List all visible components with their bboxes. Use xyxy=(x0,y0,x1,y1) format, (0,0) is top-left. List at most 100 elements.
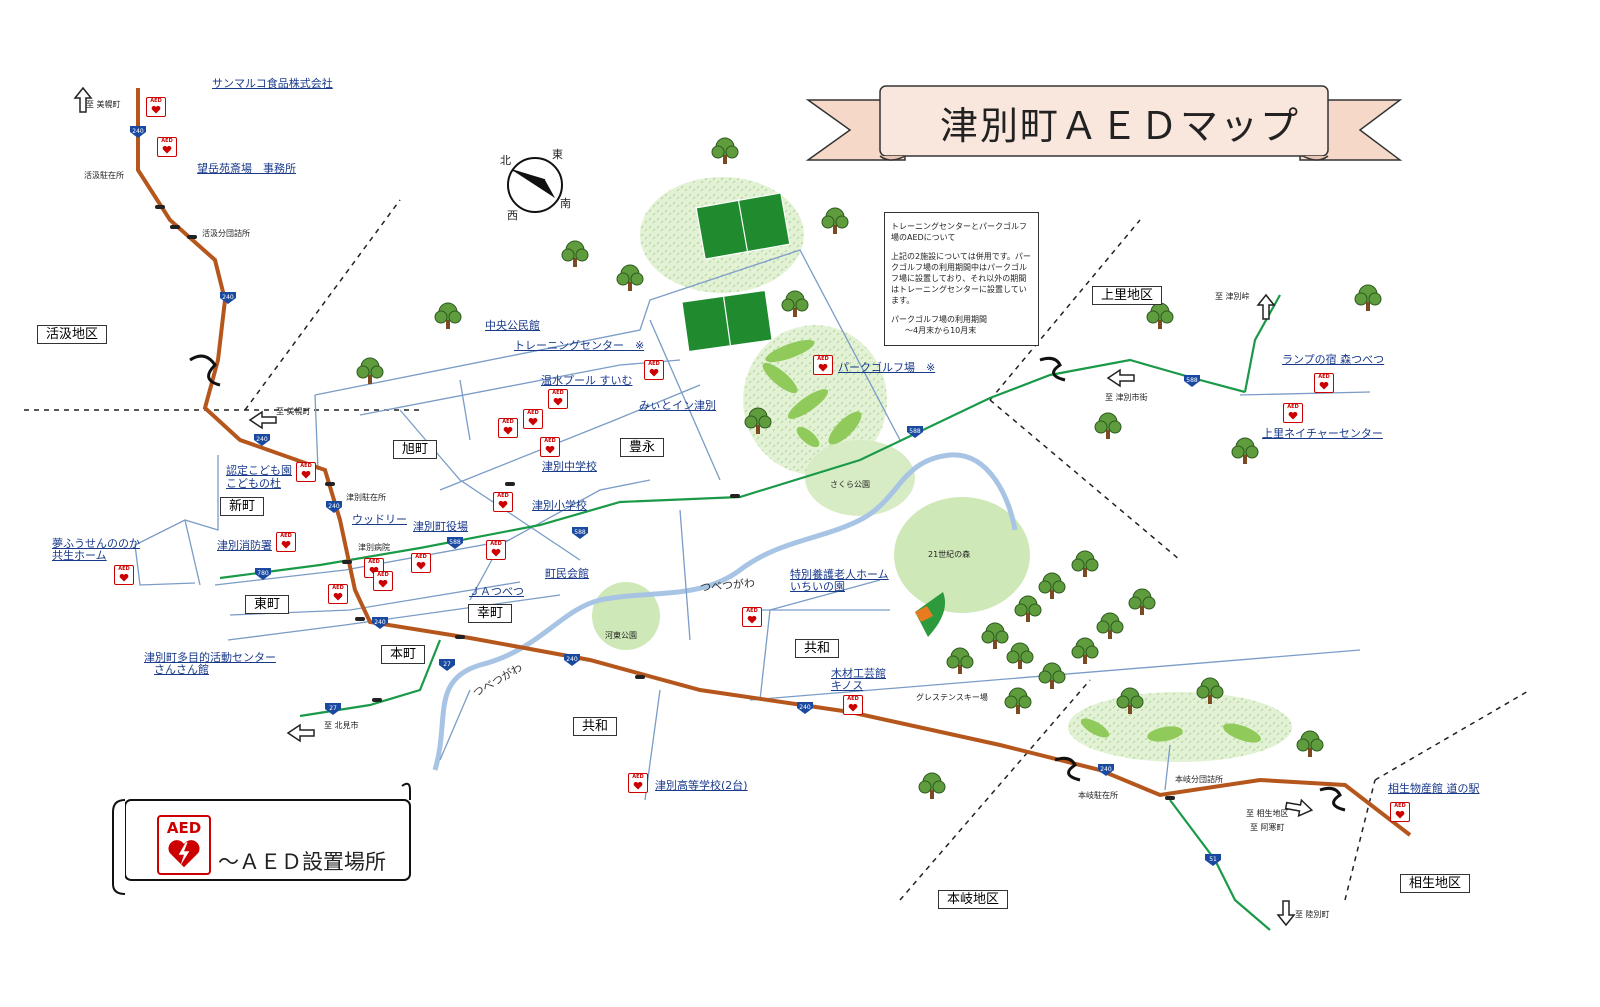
aed-icon[interactable]: AED xyxy=(1283,403,1303,423)
aed-icon-text: AED xyxy=(1394,803,1406,809)
facility-training-center[interactable]: トレーニングセンター ※ xyxy=(514,339,645,352)
facility-tsubetsu-junior-high[interactable]: 津別中学校 xyxy=(542,460,597,473)
aed-icon[interactable]: AED xyxy=(146,97,166,117)
aed-icon-text: AED xyxy=(118,566,130,572)
facility-bogakuen[interactable]: 望岳苑斎場 事務所 xyxy=(197,162,296,175)
district-kamisato: 上里地区 xyxy=(1092,286,1163,305)
place-honki-police: 本岐駐在所 xyxy=(1078,791,1118,800)
town-honmachi: 本町 xyxy=(381,645,426,664)
facility-tsubetsu-high-school[interactable]: 津別高等学校(2台) xyxy=(655,779,748,792)
aed-icon-text: AED xyxy=(1287,404,1299,410)
aed-icon-text: AED xyxy=(502,419,514,425)
aed-icon[interactable]: AED xyxy=(1390,802,1410,822)
district-honki: 本岐地区 xyxy=(938,890,1009,909)
facility-yumefusen[interactable]: 夢ふうせんののか xyxy=(52,537,140,550)
facility-aioi-michi-no-eki[interactable]: 相生物産館 道の駅 xyxy=(1388,782,1480,795)
facility-fire-station[interactable]: 津別消防署 xyxy=(217,539,272,552)
note-body: 上記の2施設については併用です。パークゴルフ場の利用期間中はパークゴルフ場に設置… xyxy=(891,252,1031,305)
facility-woodly[interactable]: ウッドリー xyxy=(352,513,407,526)
district-katsukyu: 活汲地区 xyxy=(37,325,108,344)
dir-rikubetsu: 至 陸別町 xyxy=(1295,910,1330,919)
aed-icon[interactable]: AED xyxy=(486,540,506,560)
aed-icon[interactable]: AED xyxy=(742,607,762,627)
aed-icon[interactable]: AED xyxy=(493,492,513,512)
svg-text:240: 240 xyxy=(799,704,811,711)
facility-nursing-home[interactable]: 特別養護老人ホーム xyxy=(790,568,889,581)
aed-icon[interactable]: AED xyxy=(498,418,518,438)
traffic-signals xyxy=(155,205,1175,800)
aed-icon-text: AED xyxy=(648,361,660,367)
svg-text:240: 240 xyxy=(132,128,144,135)
aed-icon-text: AED xyxy=(817,356,829,362)
aed-icon[interactable]: AED xyxy=(540,437,560,457)
svg-text:240: 240 xyxy=(256,436,268,443)
facility-nintei-kodomoen[interactable]: 認定こども園 xyxy=(226,464,292,477)
aed-icon[interactable]: AED xyxy=(813,355,833,375)
district-aioi: 相生地区 xyxy=(1400,874,1471,893)
town-kyowa-east: 共和 xyxy=(795,639,840,658)
title-banner xyxy=(805,85,1403,161)
dir-tsubetsu-town: 至 津別市街 xyxy=(1105,393,1148,402)
aed-icon[interactable]: AED xyxy=(523,409,543,429)
facility-town-hall[interactable]: 津別町役場 xyxy=(413,520,468,533)
facility-meet-in[interactable]: みぃとイン津別 xyxy=(639,399,716,412)
aed-note-box: トレーニングセンターとパークゴルフ場のAEDについて 上記の2施設については併用… xyxy=(884,212,1039,346)
svg-text:588: 588 xyxy=(1186,377,1198,384)
aed-icon[interactable]: AED xyxy=(628,773,648,793)
town-asahimachi: 旭町 xyxy=(393,440,438,459)
aed-icon[interactable]: AED xyxy=(843,695,863,715)
aed-icon[interactable]: AED xyxy=(276,532,296,552)
facility-kinosu[interactable]: キノス xyxy=(831,679,864,692)
legend-aed-icon: AED xyxy=(157,815,211,875)
aed-icon[interactable]: AED xyxy=(1314,373,1334,393)
facility-kamisato-nature-center[interactable]: 上里ネイチャーセンター xyxy=(1262,427,1383,440)
facility-lamp-no-yado[interactable]: ランプの宿 森つべつ xyxy=(1282,353,1385,366)
baseball-field xyxy=(915,592,946,637)
national-route-240 xyxy=(136,88,1412,837)
aed-icon-text: AED xyxy=(847,696,859,702)
svg-text:240: 240 xyxy=(566,656,578,663)
aed-icon[interactable]: AED xyxy=(644,360,664,380)
facility-sanmaruko[interactable]: サンマルコ食品株式会社 xyxy=(212,77,333,90)
compass-west: 西 xyxy=(507,209,518,222)
aed-icon-text: AED xyxy=(544,438,556,444)
aed-icon[interactable]: AED xyxy=(296,462,316,482)
svg-text:240: 240 xyxy=(1100,766,1112,773)
facility-kodomo-no-mori[interactable]: こどもの杜 xyxy=(226,477,281,490)
route-shields: 240 240 240 240 240 240 240 240 27 27 58… xyxy=(130,126,1221,866)
facility-ja-tsubetsu[interactable]: ＪＡつべつ xyxy=(469,585,524,598)
facility-chuo-kominkan[interactable]: 中央公民館 xyxy=(485,319,540,332)
aed-icon[interactable]: AED xyxy=(411,553,431,573)
svg-text:27: 27 xyxy=(329,705,337,712)
aed-icon[interactable]: AED xyxy=(328,584,348,604)
facility-kyosei-home[interactable]: 共生ホーム xyxy=(52,549,107,562)
aed-icon[interactable]: AED xyxy=(373,571,393,591)
aed-icon-text: AED xyxy=(632,774,644,780)
facility-ichiinosono[interactable]: いちいの園 xyxy=(790,580,845,593)
aed-icon-text: AED xyxy=(332,585,344,591)
svg-text:240: 240 xyxy=(374,619,386,626)
aed-icon[interactable]: AED xyxy=(114,565,134,585)
aed-icon-text: AED xyxy=(490,541,502,547)
aed-icon-text: AED xyxy=(746,608,758,614)
facility-mokuzai-kogeikan[interactable]: 木材工芸館 xyxy=(831,667,886,680)
facility-onsui-pool[interactable]: 温水プール すいむ xyxy=(541,374,633,387)
compass-south: 南 xyxy=(560,197,571,210)
place-kawahigashi-park: 河東公園 xyxy=(605,631,637,640)
facility-tsubetsu-elementary[interactable]: 津別小学校 xyxy=(532,499,587,512)
aed-icon[interactable]: AED xyxy=(157,137,177,157)
aed-icon-text: AED xyxy=(280,533,292,539)
aed-icon[interactable]: AED xyxy=(548,389,568,409)
facility-multipurpose-center[interactable]: 津別町多目的活動センター xyxy=(144,651,276,664)
facility-park-golf[interactable]: パークゴルフ場 ※ xyxy=(838,361,936,374)
facility-sansankan[interactable]: さんさん館 xyxy=(154,663,209,676)
dir-akan: 至 阿寒町 xyxy=(1250,823,1285,832)
dir-kitami: 至 北見市 xyxy=(324,721,359,730)
facility-chomin-kaikan[interactable]: 町民会館 xyxy=(545,567,589,580)
legend-label: ～ＡＥＤ設置場所 xyxy=(218,850,386,874)
svg-text:51: 51 xyxy=(1209,856,1217,863)
compass-east: 東 xyxy=(552,148,563,161)
golf-fairways xyxy=(762,339,1261,743)
aed-icon-text: AED xyxy=(1318,374,1330,380)
